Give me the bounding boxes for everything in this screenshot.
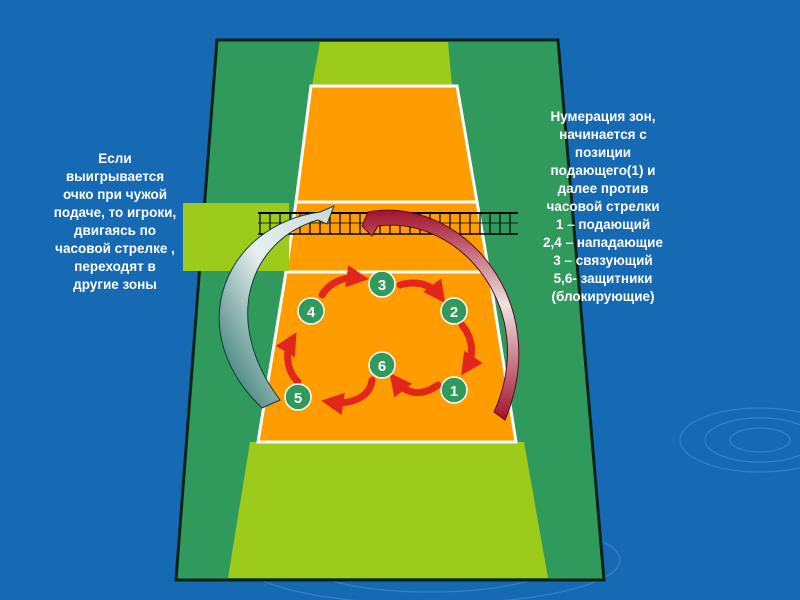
left-caption-line: часовой стрелке ,: [55, 241, 175, 256]
right-caption-line: (блокирующие): [551, 289, 655, 304]
right-caption-line: позиции: [574, 145, 632, 160]
zone-3: 3: [368, 270, 396, 298]
arrow-4-to-3: [318, 265, 369, 299]
right-caption-line: 1 – подающий: [555, 217, 651, 232]
arrow-5-to-4: [275, 332, 302, 386]
right-caption-line: 5,6- защитники: [553, 271, 653, 286]
end-zone-top: [312, 42, 452, 86]
left-caption-line: очко при чужой: [62, 187, 168, 202]
left-caption-line: Если: [98, 151, 132, 166]
zone-2: 2: [440, 297, 468, 325]
left-caption: Если выигрывается очко при чужой подаче,…: [20, 150, 210, 294]
big-arrow-right: [361, 209, 520, 421]
left-caption-line: выигрывается: [65, 169, 165, 184]
zone-circles: 3 2 4 6 5 1: [284, 270, 468, 411]
zone-1-label: 1: [450, 383, 458, 400]
arrow-3-to-2: [396, 278, 446, 304]
left-caption-line: другие зоны: [73, 277, 157, 292]
zone-4-label: 4: [307, 304, 316, 321]
zone-5: 5: [284, 383, 312, 411]
right-caption-line: 2,4 – нападающие: [543, 235, 663, 250]
zone-6: 6: [368, 351, 396, 379]
left-caption-line: подаче, то игроки,: [53, 205, 177, 220]
right-caption-line: далее против: [557, 181, 649, 196]
court-half-far: [294, 84, 479, 204]
left-caption-line: переходят в: [74, 259, 156, 274]
right-caption: Нумерация зон, начинается с позиции пода…: [518, 108, 688, 306]
big-arrow-left: [218, 205, 335, 409]
arrow-6-to-5: [321, 376, 376, 416]
arrow-1-to-6: [389, 372, 442, 398]
right-caption-line: начинается с: [559, 127, 647, 142]
zone-5-label: 5: [294, 390, 302, 407]
end-zone-bottom: [228, 442, 548, 578]
rotation-arrows: [275, 265, 483, 416]
right-caption-line: часовой стрелки: [546, 199, 660, 214]
zone-1: 1: [440, 376, 468, 404]
zone-4: 4: [297, 297, 325, 325]
left-caption-line: двигаясь по: [73, 223, 157, 238]
right-caption-line: Нумерация зон,: [550, 109, 656, 124]
zone-3-label: 3: [378, 277, 386, 294]
right-caption-line: 3 – связующий: [553, 253, 653, 268]
arrow-2-to-1: [458, 321, 483, 376]
right-caption-line: подающего(1) и: [550, 163, 656, 178]
zone-2-label: 2: [450, 304, 458, 321]
zone-6-label: 6: [378, 358, 386, 375]
